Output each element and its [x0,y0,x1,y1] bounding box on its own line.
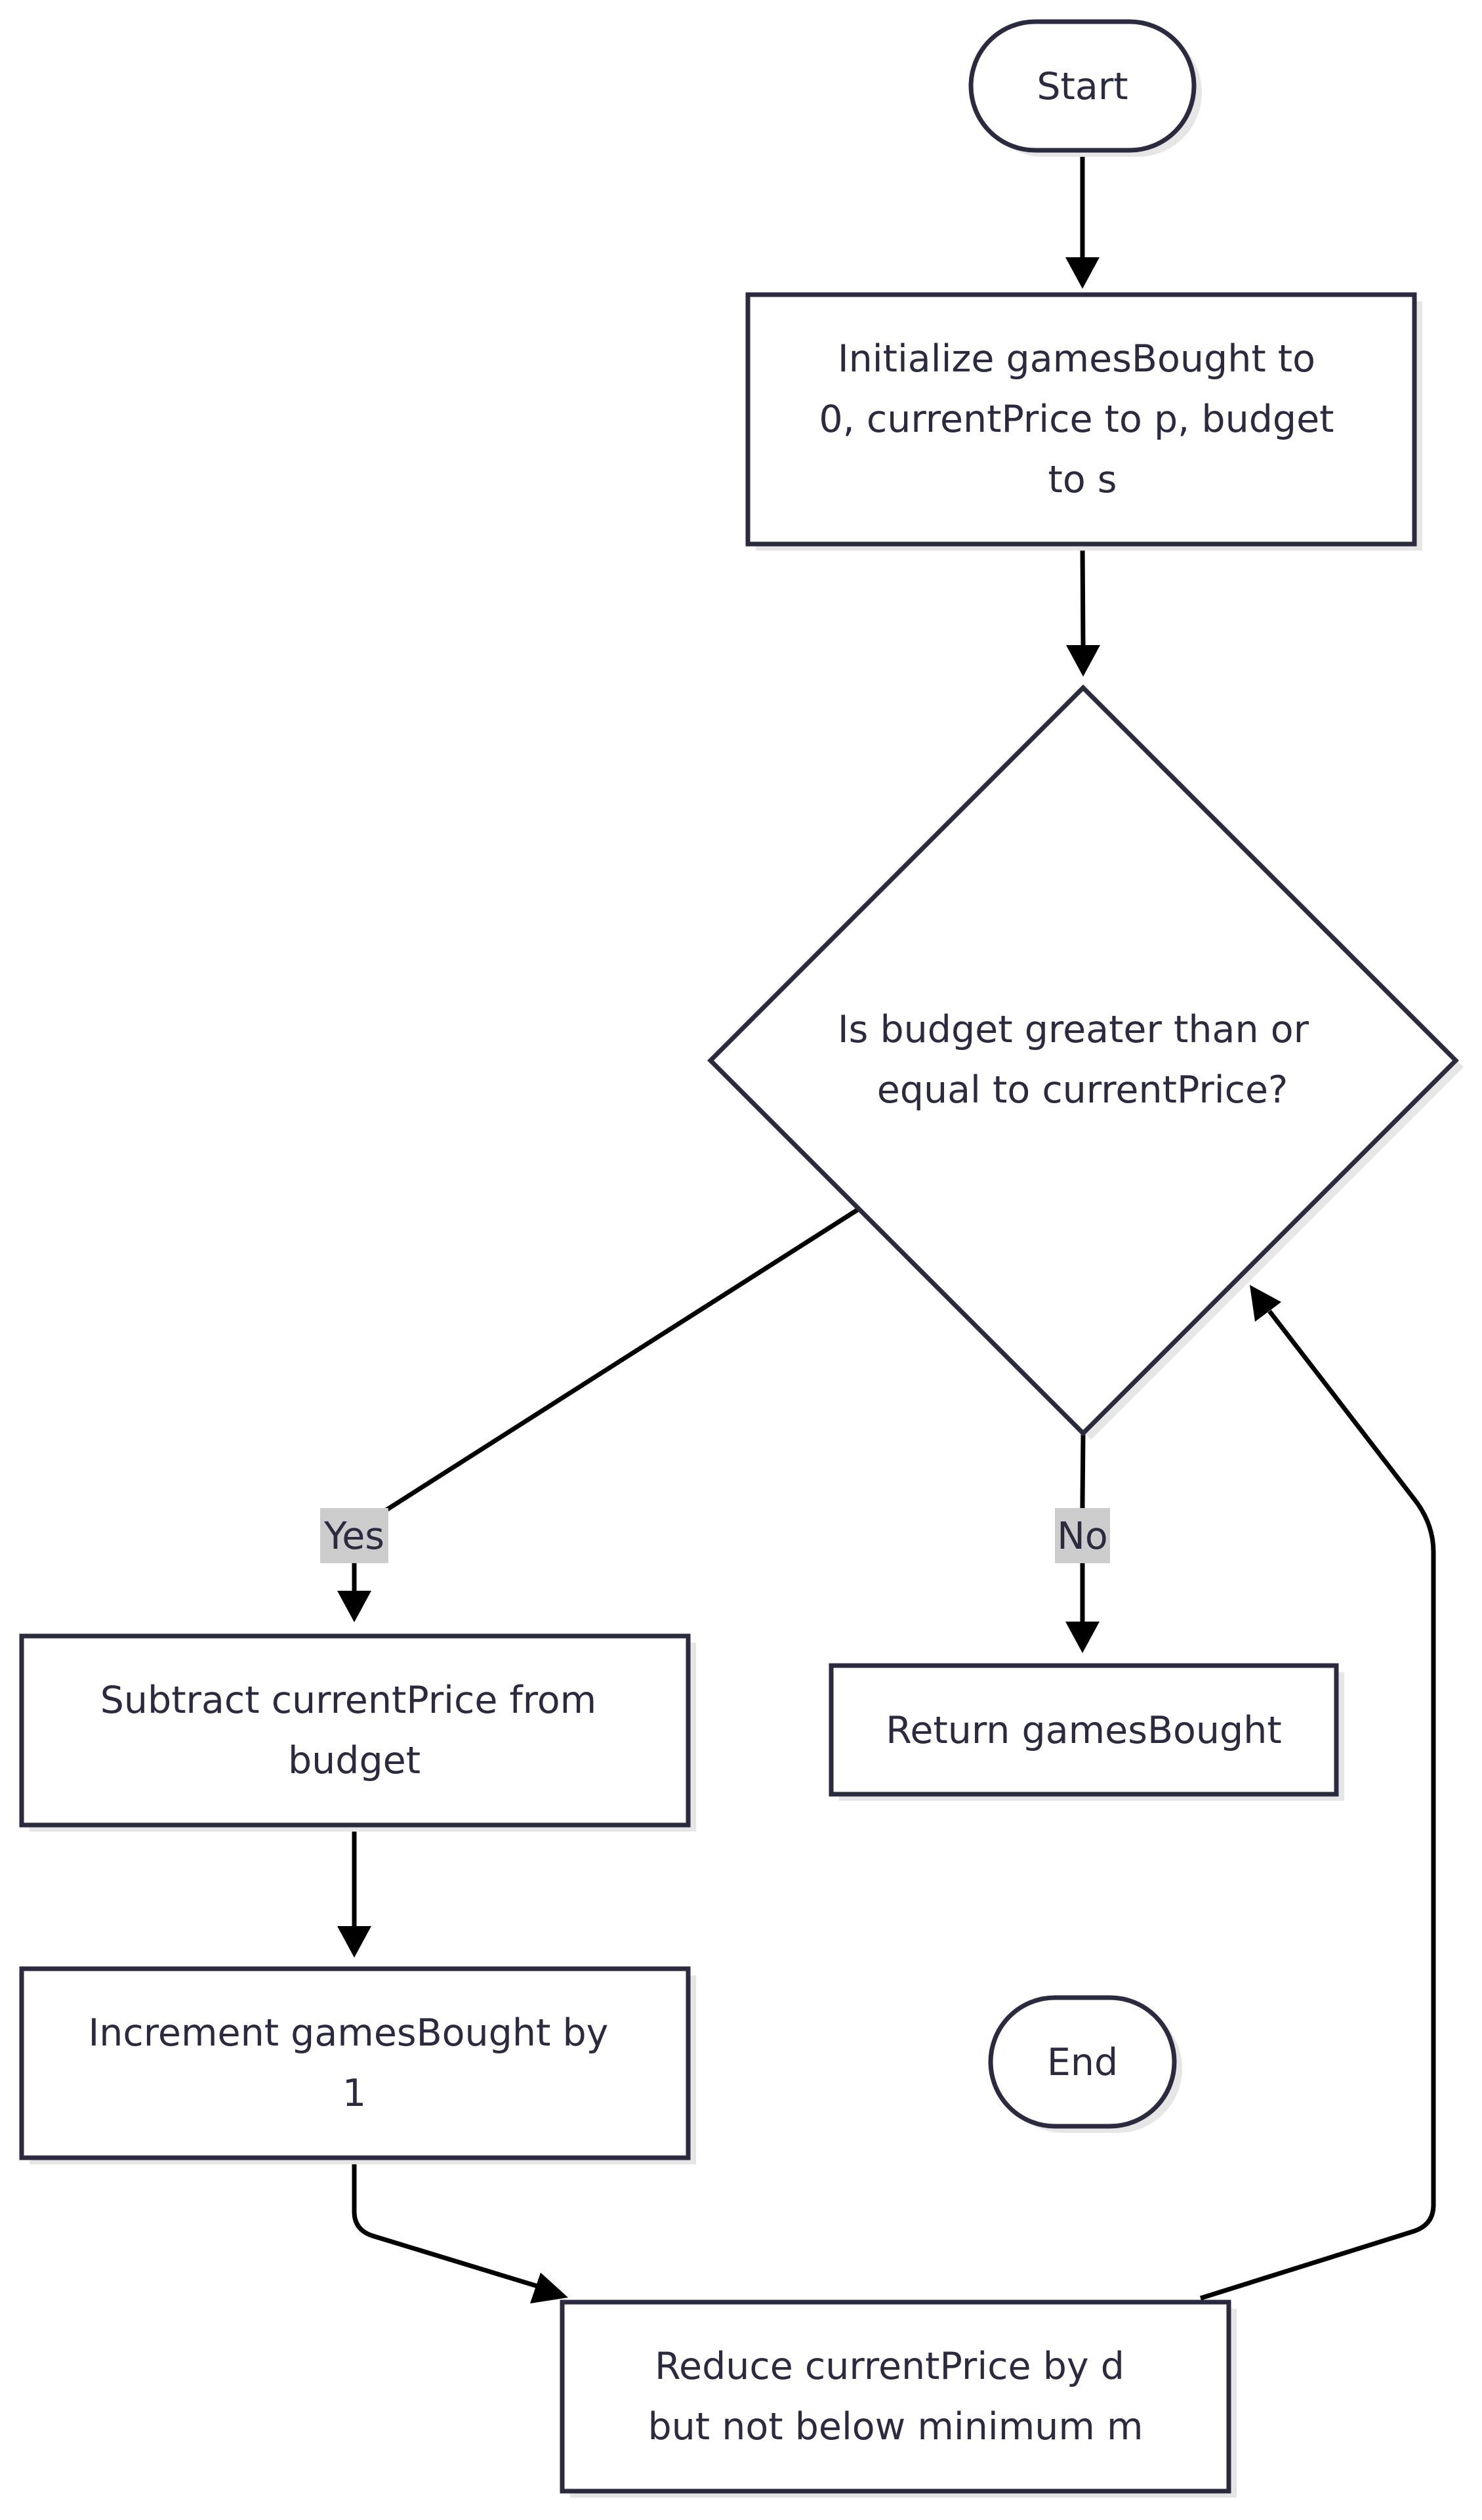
edge-labels: Yes No [320,1508,1110,1563]
node-decision-shape [707,684,1459,1437]
node-decision-label: Is budget greater than or equal to curre… [838,1008,1321,1112]
arrowhead-reduce [530,2273,568,2303]
node-init: Initialize gamesBought to 0, currentPric… [745,292,1422,551]
edge-label-yes: Yes [323,1515,384,1558]
arrowhead-subtract [337,1591,371,1622]
node-subtract-shape [19,1633,691,1828]
node-increment-shape [19,1966,691,2160]
arrowhead-return [1065,1622,1100,1653]
node-reduce: Reduce currentPrice by d but not below m… [560,2300,1237,2498]
node-subtract: Subtract currentPrice from budget [19,1633,696,1832]
arrowhead-decision [1066,645,1100,677]
node-end-label: End [1047,2041,1118,2084]
node-reduce-label: Reduce currentPrice by d but not below m… [648,2345,1143,2448]
node-end: End [988,1995,1182,2133]
arrowhead-init [1065,257,1100,289]
node-increment-label: Increment gamesBought by 1 [88,2011,620,2115]
edge-increment-to-reduce [352,2159,546,2291]
edge-init-to-decision [1080,544,1086,646]
node-start-label: Start [1037,65,1128,108]
edge-decision-to-subtract [352,1208,859,1591]
edge-decision-to-return [1080,1434,1086,1622]
edge-label-no-background [1055,1508,1110,1563]
edge-label-yes-background [320,1508,388,1563]
node-decision: Is budget greater than or equal to curre… [707,684,1464,1440]
node-increment: Increment gamesBought by 1 [19,1966,696,2164]
node-init-shape [745,292,1417,547]
node-end-shape [988,1995,1177,2129]
node-reduce-shape [560,2300,1231,2494]
node-start: Start [968,19,1202,157]
node-return: Return gamesBought [829,1663,1344,1801]
node-subtract-label: Subtract currentPrice from budget [100,1679,609,1782]
node-start-shape [968,19,1197,153]
node-return-shape [829,1663,1339,1797]
nodes: Start Initialize gamesBought to 0, curre… [19,19,1464,2498]
arrowhead-decision-loop [1250,1285,1281,1322]
edge-label-no: No [1057,1515,1108,1558]
node-return-label: Return gamesBought [886,1709,1281,1752]
node-init-label: Initialize gamesBought to 0, currentPric… [819,337,1346,501]
edge-reduce-to-decision [1199,1309,1436,2301]
arrowhead-increment [337,1926,371,1958]
